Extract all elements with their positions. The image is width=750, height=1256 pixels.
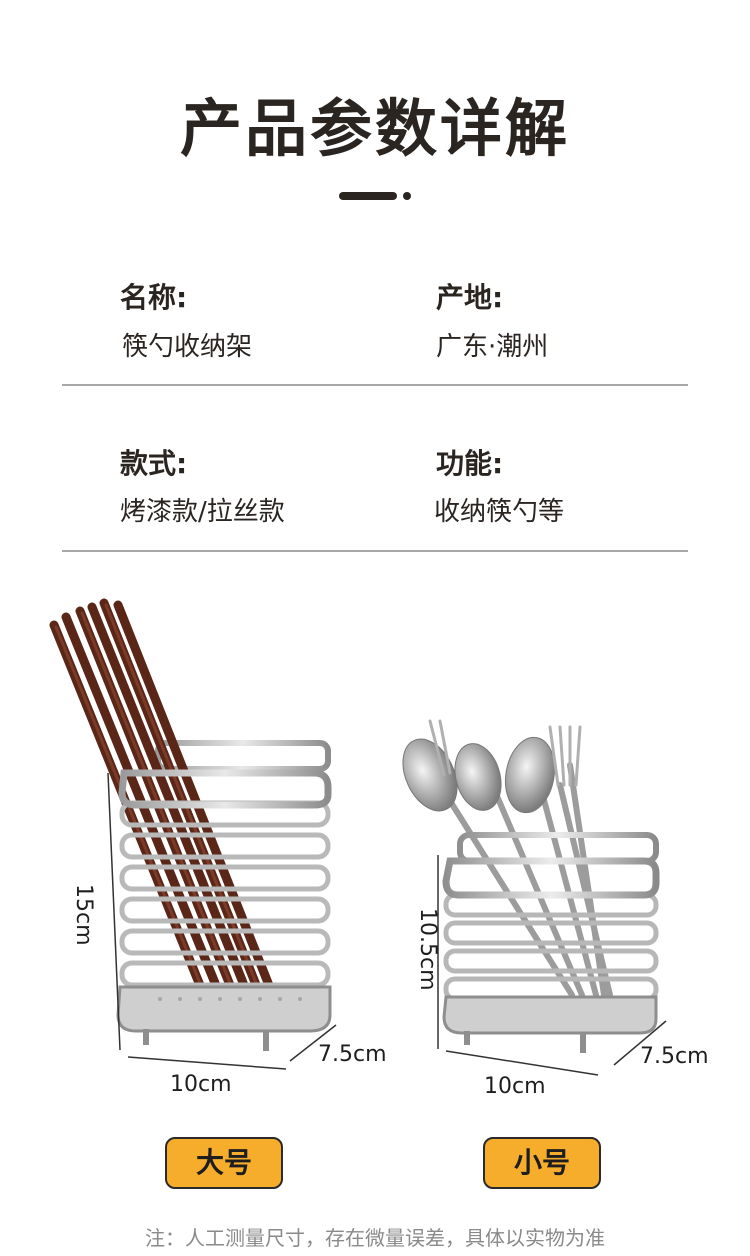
- origin-value: 广东·潮州: [436, 332, 549, 362]
- title-dot: [403, 192, 411, 200]
- style-value: 烤漆款/拉丝款: [120, 497, 285, 527]
- origin-label: 产地:: [436, 281, 504, 314]
- divider: [62, 550, 688, 552]
- name-label: 名称:: [120, 281, 188, 314]
- small-depth-label: 7.5cm: [640, 1044, 709, 1069]
- style-label: 款式:: [120, 447, 188, 480]
- name-value: 筷勺收纳架: [122, 332, 253, 362]
- divider: [62, 384, 688, 386]
- large-holder-image: [49, 598, 337, 1070]
- measurement-note: 注：人工测量尺寸，存在微量误差，具体以实物为准: [145, 1226, 605, 1250]
- large-width-label: 10cm: [170, 1072, 232, 1097]
- large-size-button[interactable]: 大号: [165, 1137, 283, 1189]
- large-height-label: 15cm: [71, 884, 96, 946]
- title-underline: [339, 192, 397, 200]
- small-size-button[interactable]: 小号: [483, 1137, 601, 1189]
- small-width-label: 10cm: [484, 1074, 546, 1099]
- function-label: 功能:: [436, 447, 504, 480]
- page-title: 产品参数详解: [179, 92, 570, 165]
- large-depth-label: 7.5cm: [318, 1042, 387, 1067]
- small-holder-image: [402, 719, 667, 1076]
- function-value: 收纳筷勺等: [434, 497, 565, 527]
- small-height-label: 10.5cm: [415, 908, 440, 991]
